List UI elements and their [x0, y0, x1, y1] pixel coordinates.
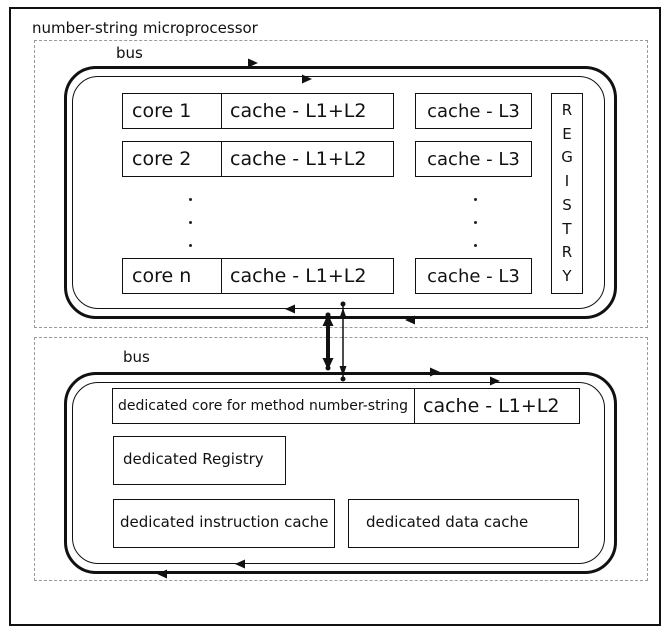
core-2-l3-box: cache - L3 — [415, 141, 532, 177]
dedicated-instruction-cache-label: dedicated instruction cache — [114, 500, 329, 531]
bottom-bus-arrow-right-2 — [490, 377, 500, 386]
dedicated-cache-label: cache - L1+L2 — [415, 395, 559, 417]
core-n-cache-box: cache - L1+L2 — [221, 258, 394, 294]
ellipsis-dot — [189, 221, 192, 224]
ellipsis-dot — [189, 244, 192, 247]
registry-letter: T — [562, 222, 571, 237]
registry-letter: S — [562, 198, 572, 213]
core-1-cache-label: cache - L1+L2 — [222, 100, 366, 122]
registry-letter: R — [562, 245, 572, 260]
thin-bus-link — [340, 302, 347, 382]
dedicated-instruction-cache-box: dedicated instruction cache — [113, 499, 335, 548]
dedicated-cache-box: cache - L1+L2 — [414, 388, 580, 424]
bottom-bus-arrow-left-1 — [157, 570, 167, 579]
top-bus-arrow-left-2 — [405, 316, 415, 325]
dedicated-data-cache-label: dedicated data cache — [349, 500, 528, 531]
core-1-cache-box: cache - L1+L2 — [221, 93, 394, 129]
core-2-cache-box: cache - L1+L2 — [221, 141, 394, 177]
bottom-bus-arrow-right-1 — [430, 368, 440, 377]
core-n-box: core n — [122, 258, 222, 294]
bottom-bus-arrow-left-2 — [235, 560, 245, 569]
ellipsis-dot — [474, 221, 477, 224]
core-2-label: core 2 — [123, 148, 191, 170]
dedicated-core-label: dedicated core for method number-string — [113, 398, 408, 414]
top-bus-arrow-right-2 — [302, 75, 312, 84]
core-2-box: core 2 — [122, 141, 222, 177]
top-bus-arrow-left-1 — [285, 305, 295, 314]
core-1-box: core 1 — [122, 93, 222, 129]
thick-bus-link — [323, 313, 334, 371]
core-n-cache-label: cache - L1+L2 — [222, 265, 366, 287]
core-n-label: core n — [123, 265, 191, 287]
dedicated-registry-label: dedicated Registry — [114, 437, 264, 468]
registry-letter: E — [562, 127, 571, 142]
ellipsis-dot — [189, 198, 192, 201]
ellipsis-dot — [474, 244, 477, 247]
core-n-l3-box: cache - L3 — [415, 258, 532, 294]
core-2-l3-label: cache - L3 — [427, 149, 520, 170]
top-bus-arrow-right-1 — [248, 59, 258, 68]
dedicated-registry-box: dedicated Registry — [113, 436, 286, 485]
registry-box: R E G I S T R Y — [551, 93, 583, 294]
core-1-label: core 1 — [123, 100, 191, 122]
core-n-l3-label: cache - L3 — [427, 266, 520, 287]
core-2-cache-label: cache - L1+L2 — [222, 148, 366, 170]
core-1-l3-label: cache - L3 — [427, 101, 520, 122]
core-1-l3-box: cache - L3 — [415, 93, 532, 129]
dedicated-data-cache-box: dedicated data cache — [348, 499, 579, 548]
ellipsis-dot — [474, 198, 477, 201]
registry-letter: G — [561, 150, 573, 165]
registry-letter: I — [565, 174, 569, 189]
registry-letter: Y — [562, 269, 571, 284]
registry-letter: R — [562, 103, 572, 118]
dedicated-core-box: dedicated core for method number-string — [112, 388, 415, 424]
